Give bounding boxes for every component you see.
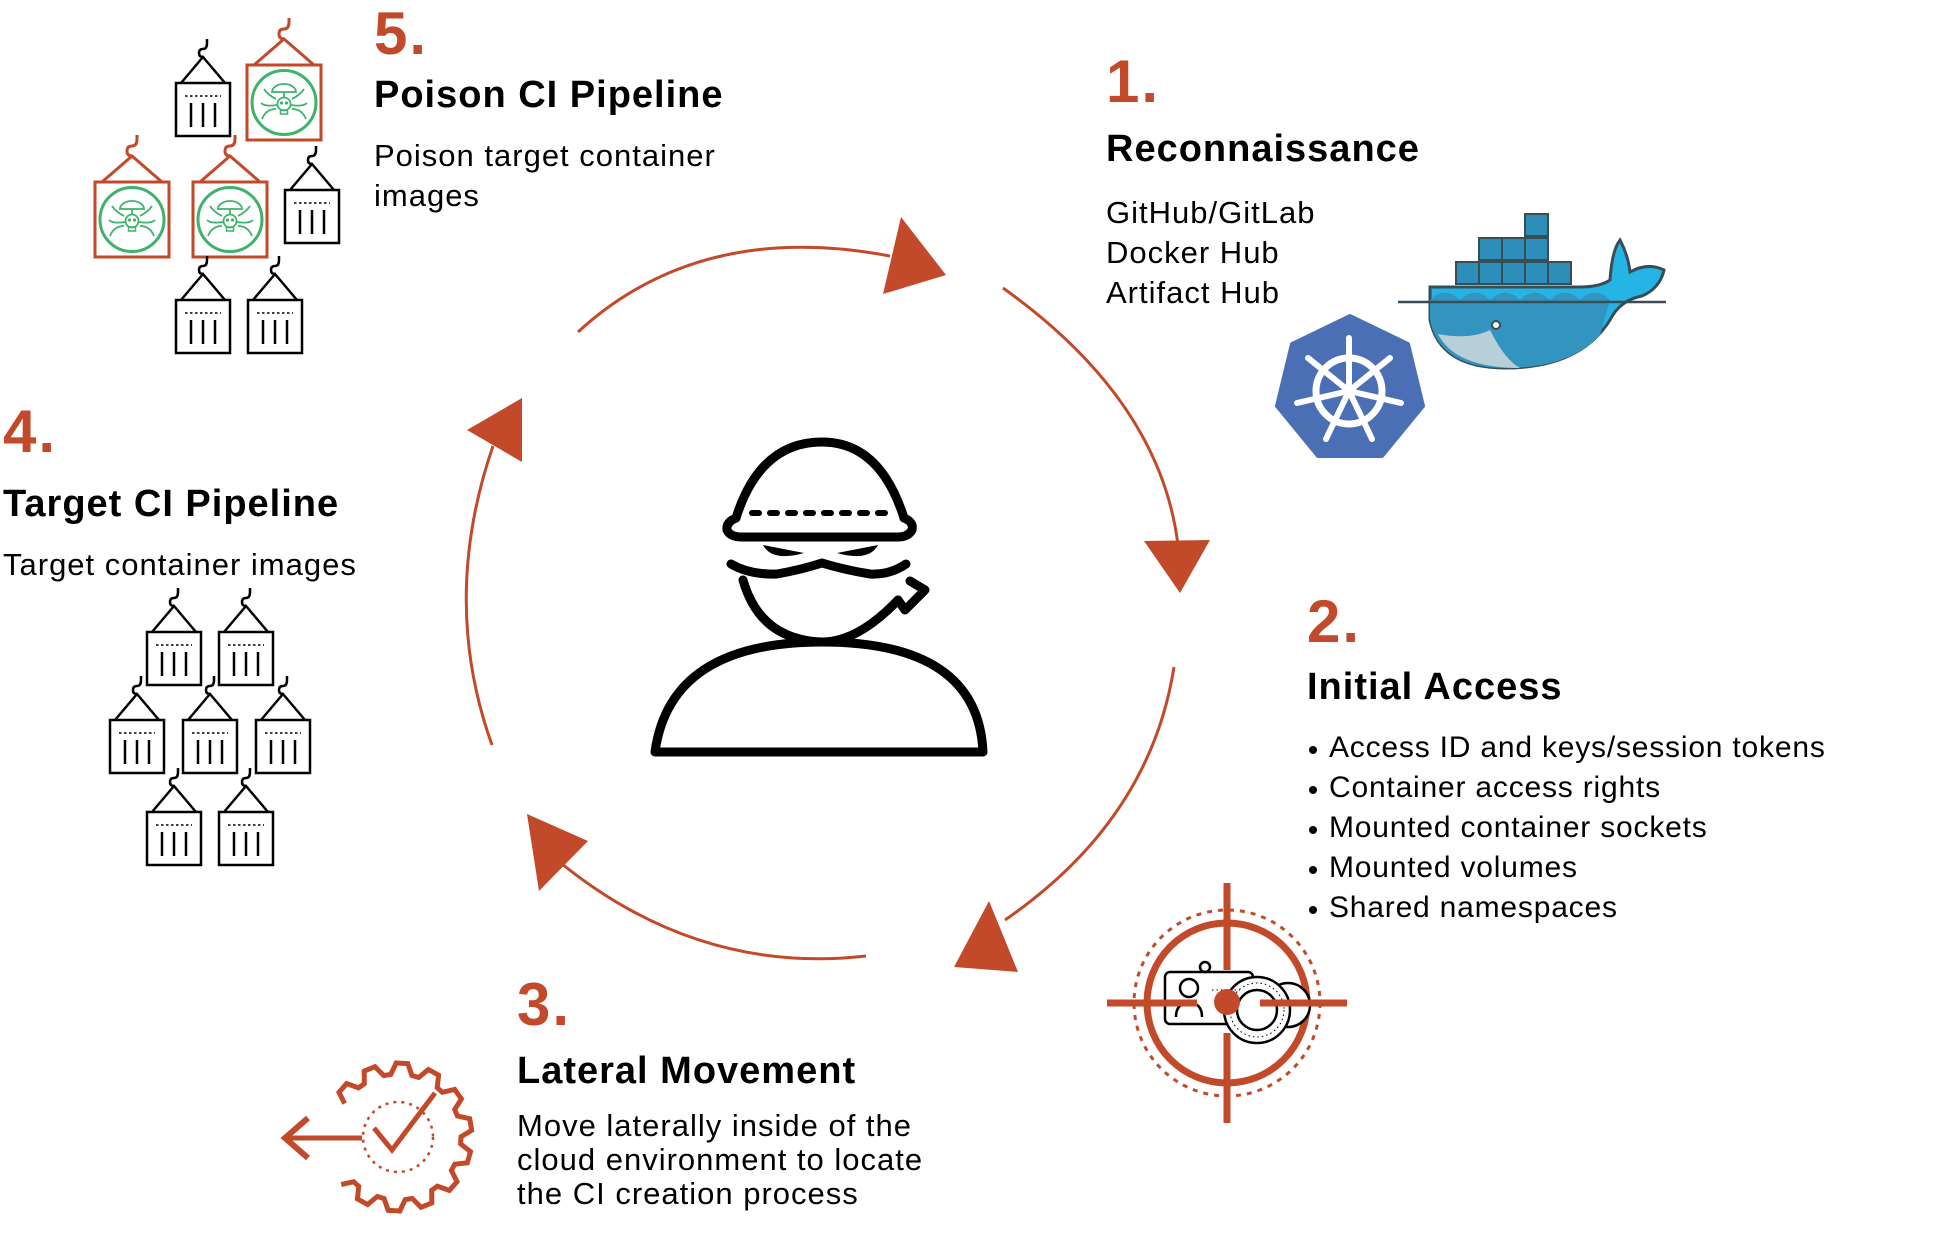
step-3-line: cloud environment to locate xyxy=(517,1142,924,1177)
step-2-title: Initial Access xyxy=(1307,666,1563,708)
cycle-arrowheads xyxy=(467,217,1210,972)
container-icon xyxy=(217,766,275,867)
step-5-description: Poison target container images xyxy=(374,136,716,216)
poisoned-container-icon xyxy=(93,133,171,259)
source-docker-hub: Docker Hub xyxy=(1106,235,1280,270)
arc-step2-to-step3 xyxy=(1004,666,1176,922)
gear-checkmark-arrow-icon xyxy=(280,1060,475,1214)
step-3-line: Move laterally inside of the xyxy=(517,1108,913,1143)
step-3-description: Move laterally inside of the cloud envir… xyxy=(517,1109,923,1211)
poisoned-container-stack-icon xyxy=(93,16,341,355)
step-5-number: 5. xyxy=(374,0,429,67)
arrowhead-to-step1 xyxy=(883,217,946,294)
cycle-arrows xyxy=(464,245,1180,961)
arrowhead-to-step4 xyxy=(527,814,588,891)
step-5-line: images xyxy=(374,178,480,213)
container-icon xyxy=(174,37,232,138)
arc-step5-to-step1 xyxy=(576,245,891,334)
container-icon xyxy=(181,674,239,775)
step-1-sources: GitHub/GitLab Docker Hub Artifact Hub xyxy=(1106,193,1315,313)
bullet-item: Access ID and keys/session tokens xyxy=(1307,728,1826,768)
arrowhead-to-step2 xyxy=(1144,540,1210,593)
arrowhead-to-step5 xyxy=(467,398,522,462)
bullet-item: Shared namespaces xyxy=(1307,888,1826,928)
kubernetes-logo-icon xyxy=(1275,314,1425,458)
step-3-title: Lateral Movement xyxy=(517,1050,857,1092)
container-icon xyxy=(108,674,166,775)
docker-logo-icon xyxy=(1398,213,1666,370)
step-2-bullet-list: Access ID and keys/session tokens Contai… xyxy=(1307,728,1826,928)
arc-step1-to-step2 xyxy=(1002,286,1180,546)
bullet-item: Mounted volumes xyxy=(1307,848,1826,888)
poisoned-container-icon xyxy=(245,16,323,142)
container-icon xyxy=(145,586,203,687)
container-icon xyxy=(217,586,275,687)
step-5-title: Poison CI Pipeline xyxy=(374,74,724,116)
bullet-item: Mounted container sockets xyxy=(1307,808,1826,848)
arc-step4-to-step5 xyxy=(464,445,495,746)
step-4-number: 4. xyxy=(3,398,58,465)
container-icon xyxy=(246,254,304,355)
arrowhead-to-step3 xyxy=(954,901,1018,972)
step-4-title: Target CI Pipeline xyxy=(3,483,340,525)
step-2-number: 2. xyxy=(1307,588,1362,655)
container-icon xyxy=(174,254,232,355)
source-artifact-hub: Artifact Hub xyxy=(1106,275,1280,310)
step-5-line: Poison target container xyxy=(374,138,716,173)
poisoned-container-icon xyxy=(191,133,269,259)
step-3-line: the CI creation process xyxy=(517,1176,859,1211)
source-github-gitlab: GitHub/GitLab xyxy=(1106,195,1316,230)
step-3-number: 3. xyxy=(517,971,572,1038)
crosshair-target-icon xyxy=(1107,883,1347,1123)
arc-step3-to-step4 xyxy=(561,862,867,961)
container-icon xyxy=(145,766,203,867)
step-4-description: Target container images xyxy=(3,545,357,585)
bullet-item: Container access rights xyxy=(1307,768,1826,808)
hacker-icon xyxy=(650,437,988,757)
step-1-title: Reconnaissance xyxy=(1106,128,1420,170)
container-icon xyxy=(254,674,312,775)
container-icon xyxy=(283,144,341,245)
hacker-eyes xyxy=(763,545,878,557)
step-4-line: Target container images xyxy=(3,547,357,582)
container-stack-icon xyxy=(108,586,312,867)
step-1-number: 1. xyxy=(1106,48,1161,115)
